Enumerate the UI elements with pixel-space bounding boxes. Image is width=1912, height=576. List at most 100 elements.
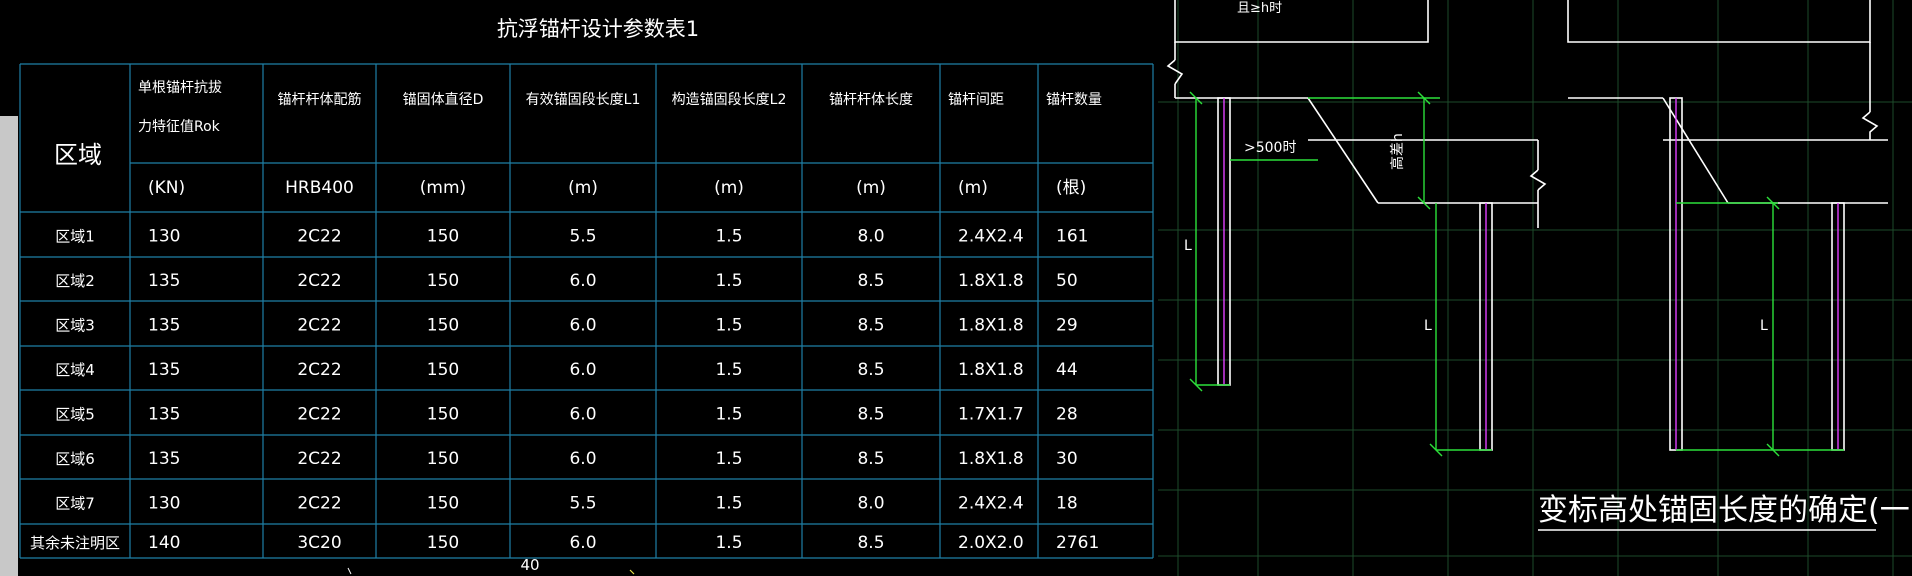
table-cell: 6.0 xyxy=(569,533,596,553)
col-header: 锚杆数量 xyxy=(1046,92,1102,108)
table-cell: 8.0 xyxy=(857,227,884,247)
table-cell: 150 xyxy=(427,360,459,380)
table-cell: 8.5 xyxy=(857,316,884,336)
dim-tick-3 xyxy=(1417,91,1431,105)
table-cell: 1.7X1.7 xyxy=(958,405,1024,425)
col-header: 有效锚固段长度L1 xyxy=(526,92,641,108)
label-L-3: L xyxy=(1760,318,1768,334)
table-cell: 8.5 xyxy=(857,271,884,291)
col-unit: (m) xyxy=(958,178,988,198)
table-row: 其余未注明区 140 3C20 150 6.0 1.5 8.5 2.0X2.0 2761 xyxy=(30,533,1099,553)
col-header: 锚杆杆体配筋 xyxy=(278,91,362,108)
table-cell: 8.5 xyxy=(857,533,884,553)
table-cell: 1.5 xyxy=(715,494,742,514)
table-cell: 8.5 xyxy=(857,449,884,469)
dim-tick-1 xyxy=(1189,91,1203,105)
col-unit: (mm) xyxy=(420,178,466,198)
col-unit: (根) xyxy=(1056,178,1086,198)
table-cell: 135 xyxy=(148,271,180,291)
viewport-left-edge xyxy=(0,0,18,576)
table-cell: 8.5 xyxy=(857,405,884,425)
table-cell: 2.4X2.4 xyxy=(958,227,1024,247)
table-cell: 5.5 xyxy=(569,494,596,514)
table-cell: 2C22 xyxy=(297,449,341,469)
slope-right xyxy=(1662,97,1729,204)
table-cell: 1.5 xyxy=(715,360,742,380)
break-symbol-mid-left xyxy=(1529,169,1547,191)
table-cell: 6.0 xyxy=(569,449,596,469)
table-cell: 150 xyxy=(427,494,459,514)
table-cell: 29 xyxy=(1056,316,1078,336)
table-cell: 150 xyxy=(427,533,459,553)
background-grid xyxy=(1158,0,1912,576)
table-cell: 2.0X2.0 xyxy=(958,533,1024,553)
anchor-parameter-table: 抗浮锚杆设计参数表1 区域 单根锚杆抗拔力特征值Rok(KN)锚杆杆体配筋HRB… xyxy=(19,17,1154,575)
table-cell: 2.4X2.4 xyxy=(958,494,1024,514)
col-header-line2: 力特征值Rok xyxy=(138,119,221,135)
table-cell: 6.0 xyxy=(569,405,596,425)
table-headers: 单根锚杆抗拔力特征值Rok(KN)锚杆杆体配筋HRB400锚固体直径D(mm)有… xyxy=(138,80,1102,198)
break-symbol-right xyxy=(1861,111,1879,140)
table-cell: 2761 xyxy=(1056,533,1099,553)
row-region: 区域5 xyxy=(55,406,95,424)
table-cell: 161 xyxy=(1056,227,1088,247)
table-cell: 1.5 xyxy=(715,227,742,247)
table-cell: 1.5 xyxy=(715,271,742,291)
label-500: >500时 xyxy=(1244,140,1296,156)
table-cell: 6.0 xyxy=(569,271,596,291)
table-cell: 6.0 xyxy=(569,360,596,380)
col-unit: HRB400 xyxy=(285,178,354,198)
table-cell: 135 xyxy=(148,316,180,336)
label-L-1: L xyxy=(1184,238,1192,254)
col-unit: (m) xyxy=(714,178,744,198)
table-cell: 135 xyxy=(148,405,180,425)
table-cell: 18 xyxy=(1056,494,1078,514)
row-region: 其余未注明区 xyxy=(30,534,120,552)
table-cell: 1.8X1.8 xyxy=(958,316,1024,336)
cad-drawing-canvas[interactable]: 抗浮锚杆设计参数表1 区域 单根锚杆抗拔力特征值Rok(KN)锚杆杆体配筋HRB… xyxy=(18,0,1912,576)
row-region: 区域4 xyxy=(55,361,95,379)
col-header-line1: 单根锚杆抗拔 xyxy=(138,80,222,96)
table-cell: 1.8X1.8 xyxy=(958,360,1024,380)
row-region: 区域6 xyxy=(55,450,95,468)
table-cell: 140 xyxy=(148,533,180,553)
left-break-symbol xyxy=(1166,59,1184,85)
table-cell: 150 xyxy=(427,405,459,425)
table-cell: 2C22 xyxy=(297,360,341,380)
col-header: 锚杆杆体长度 xyxy=(829,92,913,108)
table-cell: 44 xyxy=(1056,360,1078,380)
dim-tick-6 xyxy=(1766,196,1780,210)
drawing-caption: 变标高处锚固长度的确定(一) xyxy=(1538,493,1912,528)
region-header: 区域 xyxy=(54,141,102,169)
row-region: 区域1 xyxy=(55,228,95,246)
table-cell: 2C22 xyxy=(297,405,341,425)
dim-tick-4 xyxy=(1417,196,1431,210)
table-cell: 1.5 xyxy=(715,533,742,553)
table-cell: 2C22 xyxy=(297,227,341,247)
table-cell: 1.8X1.8 xyxy=(958,449,1024,469)
slope-left xyxy=(1307,97,1379,204)
table-cell: 2C22 xyxy=(297,316,341,336)
table-cell: 8.5 xyxy=(857,360,884,380)
stray-tick-1 xyxy=(347,567,352,575)
table-cell: 135 xyxy=(148,449,180,469)
table-cell: 3C20 xyxy=(297,533,341,553)
top-note: 且≥h时 xyxy=(1237,1,1282,16)
col-unit: (KN) xyxy=(148,178,185,198)
table-cell: 6.0 xyxy=(569,316,596,336)
table-cell: 1.5 xyxy=(715,316,742,336)
row-region: 区域7 xyxy=(55,495,95,513)
label-L-2: L xyxy=(1424,318,1432,334)
table-cell: 1.8X1.8 xyxy=(958,271,1024,291)
col-header: 锚杆间距 xyxy=(948,92,1004,108)
table-cell: 150 xyxy=(427,271,459,291)
table-cell: 30 xyxy=(1056,449,1078,469)
col-unit: (m) xyxy=(568,178,598,198)
table-cell: 150 xyxy=(427,316,459,336)
